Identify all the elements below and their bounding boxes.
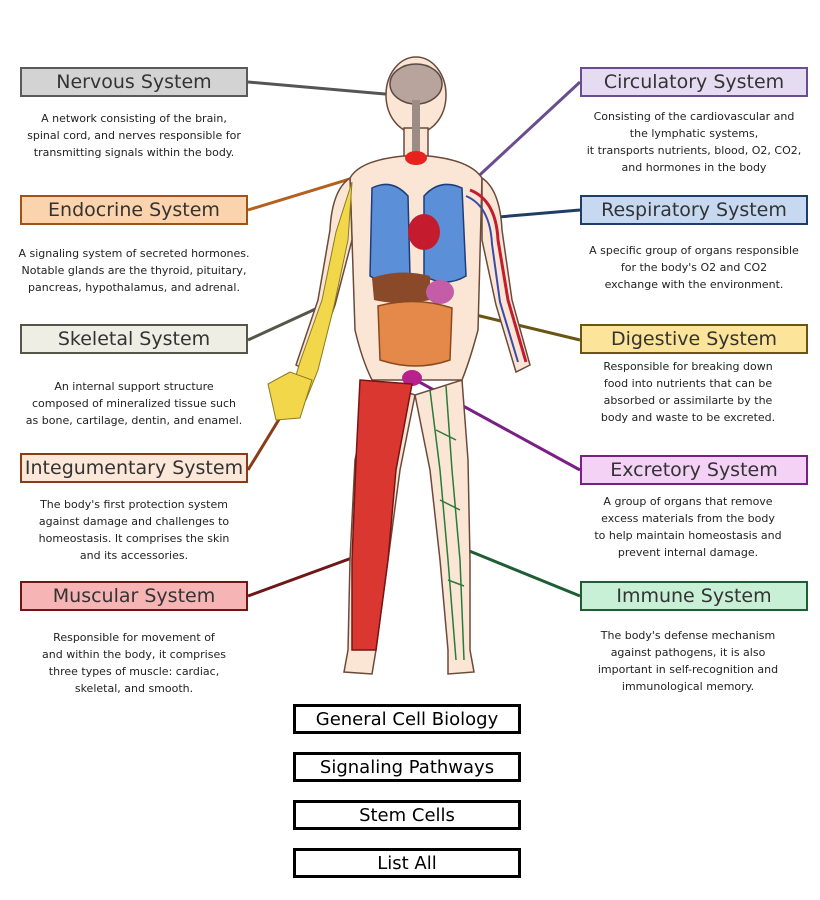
heart-drawing — [408, 214, 440, 250]
brain-drawing — [389, 63, 443, 105]
thyroid-drawing — [405, 151, 427, 165]
skeleton-hand-drawing — [267, 371, 313, 421]
respiratory-system-label[interactable]: Respiratory System — [580, 195, 808, 225]
endocrine-system-label[interactable]: Endocrine System — [20, 195, 248, 225]
intestines-drawing — [377, 300, 453, 367]
digestive-system-label[interactable]: Digestive System — [580, 324, 808, 354]
lymph-leg-drawing — [429, 385, 465, 661]
integumentary-system-description: The body's first protection system again… — [38, 498, 230, 562]
label-text: Circulatory System — [603, 71, 785, 93]
general-cell-biology-button[interactable]: General Cell Biology — [293, 704, 521, 734]
muscle-leg-drawing — [351, 379, 413, 651]
muscular-system-description: Responsible for movement of and within t… — [42, 631, 226, 695]
circulatory-system-label[interactable]: Circulatory System — [580, 67, 808, 97]
circulatory-drawing — [469, 188, 528, 363]
stem-cells-button[interactable]: Stem Cells — [293, 800, 521, 830]
lungs-drawing — [369, 183, 411, 283]
excretory-system-label[interactable]: Excretory System — [580, 455, 808, 485]
respiratory-system-description: A specific group of organs responsible f… — [589, 244, 799, 291]
skeletal-system-label[interactable]: Skeletal System — [20, 324, 248, 354]
immune-system-label[interactable]: Immune System — [580, 581, 808, 611]
circulatory-system-description: Consisting of the cardiovascular and the… — [586, 110, 802, 174]
endocrine-system-description: A signaling system of secreted hormones.… — [18, 247, 250, 294]
excretory-system-description: A group of organs that remove excess mat… — [594, 495, 782, 559]
label-text: Nervous System — [56, 71, 212, 93]
label-text: Immune System — [616, 585, 772, 607]
bladder-drawing — [402, 370, 422, 386]
label-text: Respiratory System — [601, 199, 787, 221]
skeletal-system-description: An internal support structure composed o… — [25, 380, 243, 427]
nervous-system-description: A network consisting of the brain, spina… — [27, 112, 241, 159]
list-all-button[interactable]: List All — [293, 848, 521, 878]
label-text: Digestive System — [610, 328, 778, 350]
nervous-system-label[interactable]: Nervous System — [20, 67, 248, 97]
label-text: Endocrine System — [48, 199, 220, 221]
digestive-system-description: Responsible for breaking down food into … — [600, 360, 776, 424]
muscular-system-label[interactable]: Muscular System — [20, 581, 248, 611]
label-text: Excretory System — [610, 459, 778, 481]
label-text: Integumentary System — [24, 457, 244, 479]
spinal-cord-drawing — [412, 100, 420, 158]
label-text: Skeletal System — [57, 328, 211, 350]
integumentary-system-label[interactable]: Integumentary System — [20, 453, 248, 483]
label-text: Muscular System — [52, 585, 216, 607]
immune-system-description: The body's defense mechanism against pat… — [597, 629, 779, 693]
signaling-pathways-button[interactable]: Signaling Pathways — [293, 752, 521, 782]
